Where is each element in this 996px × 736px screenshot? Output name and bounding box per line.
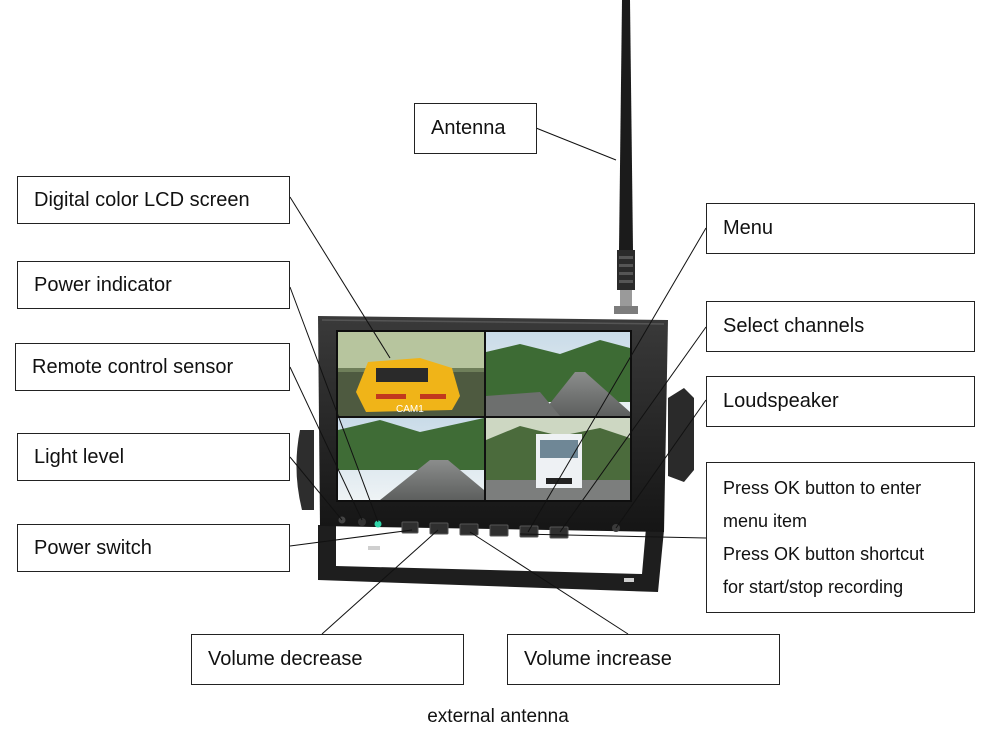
loudspeaker-label-text: Loudspeaker bbox=[723, 390, 839, 412]
ok-button-label: Press OK button to enter menu item Press… bbox=[706, 462, 975, 613]
antenna-label-text: Antenna bbox=[431, 117, 506, 139]
power-indicator-led bbox=[374, 520, 382, 528]
volume-decrease-label: Volume decrease bbox=[191, 634, 464, 685]
extra-button[interactable] bbox=[489, 524, 509, 537]
volume-increase-button[interactable] bbox=[459, 523, 479, 536]
stand-bracket bbox=[318, 525, 664, 592]
light-level-label: Light level bbox=[17, 433, 290, 481]
antenna-label: Antenna bbox=[414, 103, 537, 154]
select-channels-button[interactable] bbox=[549, 526, 569, 539]
power-switch-label: Power switch bbox=[17, 524, 290, 572]
loudspeaker-label: Loudspeaker bbox=[706, 376, 975, 427]
diagram-caption: external antenna bbox=[427, 706, 569, 727]
leader-lines bbox=[289, 127, 707, 635]
menu-button[interactable] bbox=[519, 525, 539, 538]
power-switch-button[interactable] bbox=[401, 521, 419, 534]
select-channels-label: Select channels bbox=[706, 301, 975, 352]
menu-label-text: Menu bbox=[723, 217, 774, 239]
antenna-illustration bbox=[614, 0, 638, 314]
cam-overlay-text: CAM1 bbox=[396, 404, 424, 415]
light-level-label-text: Light level bbox=[34, 445, 125, 468]
power-switch-label-text: Power switch bbox=[34, 536, 152, 559]
volume-decrease-label-text: Volume decrease bbox=[208, 648, 363, 670]
lcd-screen-label-text: Digital color LCD screen bbox=[34, 188, 250, 211]
volume-increase-label: Volume increase bbox=[507, 634, 780, 685]
lcd-screen-label: Digital color LCD screen bbox=[17, 176, 290, 224]
remote-sensor-label: Remote control sensor bbox=[15, 343, 290, 391]
lcd-screen bbox=[336, 330, 632, 502]
volume-increase-label-text: Volume increase bbox=[524, 648, 672, 670]
ok-button-line-4: for start/stop recording bbox=[723, 576, 904, 597]
front-panel bbox=[338, 516, 620, 539]
menu-label: Menu bbox=[706, 203, 975, 254]
power-indicator-label: Power indicator bbox=[17, 261, 290, 309]
select-channels-label-text: Select channels bbox=[723, 315, 865, 337]
ok-button-line-1: Press OK button to enter bbox=[723, 477, 922, 498]
volume-decrease-button[interactable] bbox=[429, 522, 449, 535]
remote-sensor-label-text: Remote control sensor bbox=[32, 355, 234, 378]
ok-button-line-2: menu item bbox=[723, 510, 808, 531]
ok-button-line-3: Press OK button shortcut bbox=[723, 543, 925, 564]
remote-sensor-window bbox=[358, 518, 366, 526]
power-indicator-label-text: Power indicator bbox=[34, 273, 172, 296]
